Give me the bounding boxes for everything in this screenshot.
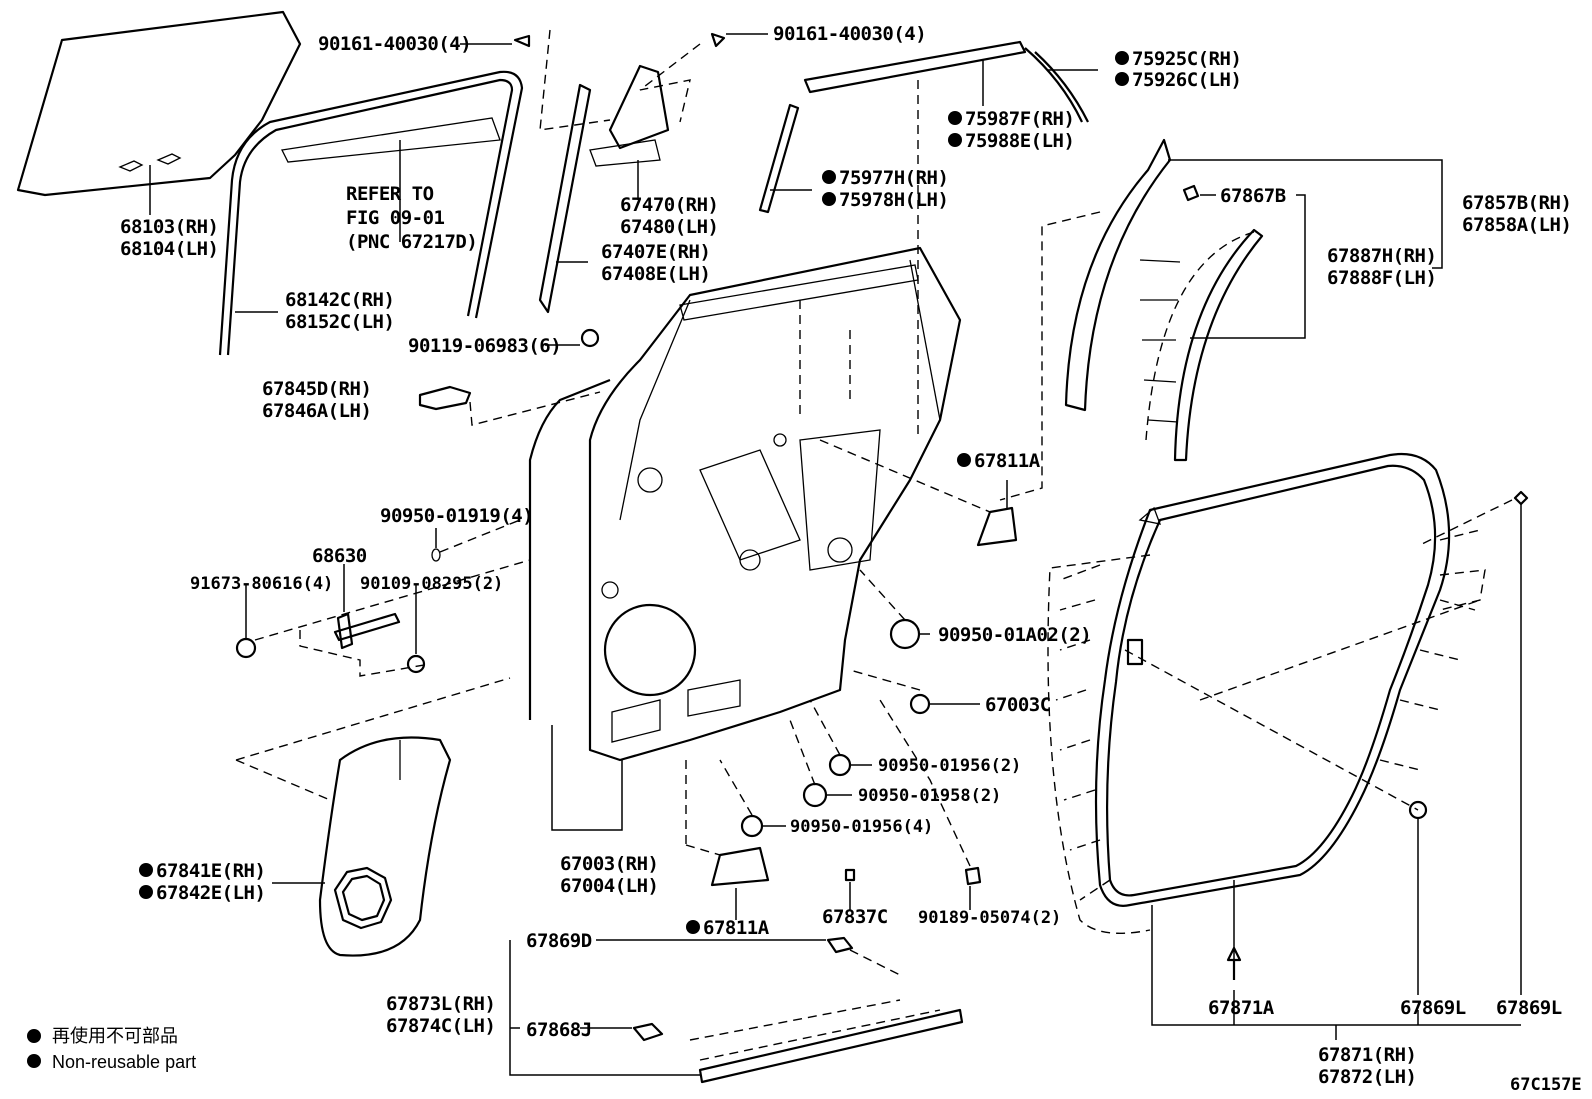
label-75978: 75978H(LH)	[839, 189, 948, 211]
pillar-garnish-drawing	[999, 138, 1443, 501]
label-67871: 67871(RH)	[1318, 1044, 1416, 1066]
label-67846: 67846A(LH)	[262, 400, 371, 422]
legend-japanese: 再使用不可部品	[52, 1026, 178, 1046]
label-75925: 75925C(RH)	[1132, 48, 1241, 70]
service-hole-cover-drawing	[235, 677, 511, 957]
label-67887: 67887H(RH)	[1327, 245, 1436, 267]
label-90950-01958: 90950-01958(2)	[858, 786, 1001, 806]
division-bar-drawing	[538, 64, 670, 348]
label-68142: 68142C(RH)	[285, 289, 394, 311]
label-91673: 91673-80616(4)	[190, 574, 333, 594]
label-67869l-a: 67869L	[1400, 997, 1466, 1019]
label-90189: 90189-05074(2)	[918, 908, 1061, 928]
label-67407: 67407E(RH)	[601, 241, 710, 263]
label-67470: 67470(RH)	[620, 194, 718, 216]
label-67874: 67874C(LH)	[386, 1015, 495, 1037]
label-68630: 68630	[312, 545, 367, 567]
label-67841: 67841E(RH)	[156, 860, 265, 882]
screw-90161-drawings	[460, 29, 768, 131]
moulding-drawing	[758, 40, 1098, 440]
label-67845: 67845D(RH)	[262, 378, 371, 400]
figure-code: 67C157E	[1510, 1075, 1582, 1095]
label-67811-bot: 67811A	[703, 917, 770, 939]
label-67871a: 67871A	[1208, 997, 1275, 1019]
run-channel-drawing	[218, 70, 524, 356]
label-75977: 75977H(RH)	[839, 167, 948, 189]
label-refer-line3: (PNC 67217D)	[346, 231, 477, 253]
label-90950-01956-4: 90950-01956(4)	[790, 817, 933, 837]
label-90161-a: 90161-40030(4)	[318, 33, 471, 55]
label-67868: 67868J	[526, 1019, 592, 1041]
label-67003c: 67003C	[985, 694, 1051, 716]
label-refer-line2: FIG 09-01	[346, 207, 445, 229]
label-67869d: 67869D	[526, 930, 592, 952]
label-refer-line1: REFER TO	[346, 183, 434, 205]
label-68104: 68104(LH)	[120, 238, 218, 260]
legend-english: Non-reusable part	[52, 1052, 196, 1072]
label-67004: 67004(LH)	[560, 875, 658, 897]
label-67408: 67408E(LH)	[601, 263, 710, 285]
label-75926: 75926C(LH)	[1132, 69, 1241, 91]
label-75988: 75988E(LH)	[965, 130, 1074, 152]
label-90161-b: 90161-40030(4)	[773, 23, 926, 45]
hinge-and-check-drawing	[235, 385, 601, 677]
label-67811-top: 67811A	[974, 450, 1041, 472]
label-90109: 90109-08295(2)	[360, 574, 503, 594]
label-67873: 67873L(RH)	[386, 993, 495, 1015]
door-weatherstrip-drawing	[1047, 452, 1529, 1040]
hole-plugs-drawing	[685, 439, 1018, 920]
label-75987: 75987F(RH)	[965, 108, 1074, 130]
label-67872: 67872(LH)	[1318, 1066, 1416, 1088]
label-90950-01956-2: 90950-01956(2)	[878, 756, 1021, 776]
label-67858: 67858A(LH)	[1462, 214, 1571, 236]
part-labels: 90161-40030(4) 90161-40030(4) 75925C(RH)…	[52, 23, 1582, 1095]
non-reusable-markers	[27, 51, 1129, 1068]
label-67837: 67837C	[822, 906, 888, 928]
label-67869l-b: 67869L	[1496, 997, 1562, 1019]
label-90119: 90119-06983(6)	[408, 335, 561, 357]
label-67480: 67480(LH)	[620, 216, 718, 238]
lower-moulding-drawing	[509, 936, 964, 1084]
label-90950-01919: 90950-01919(4)	[380, 505, 533, 527]
label-67842: 67842E(LH)	[156, 882, 265, 904]
door-panel-drawing	[528, 246, 962, 831]
label-67003: 67003(RH)	[560, 853, 658, 875]
label-67857: 67857B(RH)	[1462, 192, 1571, 214]
label-68103: 68103(RH)	[120, 216, 218, 238]
label-67867: 67867B	[1220, 185, 1286, 207]
label-68152: 68152C(LH)	[285, 311, 394, 333]
label-90950-01a02: 90950-01A02(2)	[938, 624, 1091, 646]
label-67888: 67888F(LH)	[1327, 267, 1436, 289]
door-glass-drawing	[16, 10, 302, 215]
